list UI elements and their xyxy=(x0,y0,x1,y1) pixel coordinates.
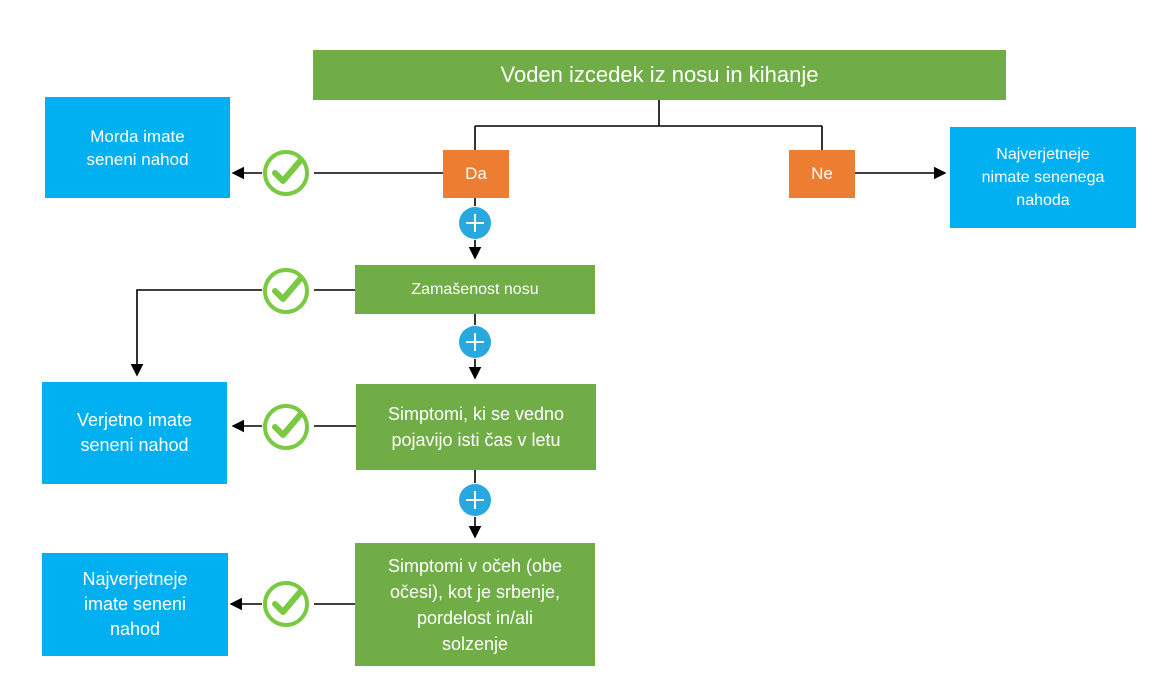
check-circle-icon xyxy=(263,268,309,314)
seasonal-symptoms-box: Simptomi, ki se vedno pojavijo isti čas … xyxy=(356,384,596,470)
no-box: Ne xyxy=(789,150,855,198)
result-maybe-label: Morda imate seneni nahod xyxy=(86,126,189,169)
nasal-congestion-label: Zamašenost nosu xyxy=(411,280,539,298)
check-to-result2-arrow xyxy=(130,289,262,377)
yes-label: Da xyxy=(465,164,487,183)
seasonal-symptoms-label: Simptomi, ki se vedno pojavijo isti čas … xyxy=(387,404,565,450)
plus-circle-icon xyxy=(459,484,491,516)
result-unlikely-label: Najverjetneje nimate senenega nahoda xyxy=(981,146,1105,209)
result-likely-label: Verjetno imate seneni nahod xyxy=(76,410,193,455)
check-circle-icon xyxy=(263,581,309,627)
result-unlikely-box: Najverjetneje nimate senenega nahoda xyxy=(950,127,1136,228)
check-circle-icon xyxy=(263,404,309,450)
check-circle-icon xyxy=(263,150,309,196)
result-most-likely-box: Najverjetneje imate seneni nahod xyxy=(42,553,228,656)
plus-circle-icon xyxy=(459,207,491,239)
plus-circle-icon xyxy=(459,326,491,358)
nasal-congestion-box: Zamašenost nosu xyxy=(355,265,595,314)
result-maybe-box: Morda imate seneni nahod xyxy=(45,97,230,198)
no-label: Ne xyxy=(811,164,833,183)
result-most-likely-label: Najverjetneje imate seneni nahod xyxy=(82,569,188,639)
main-symptom-label: Voden izcedek iz nosu in kihanje xyxy=(500,62,819,87)
yes-box: Da xyxy=(443,150,509,198)
main-symptom-box: Voden izcedek iz nosu in kihanje xyxy=(313,50,1006,100)
eye-symptoms-box: Simptomi v očeh (obe očesi), kot je srbe… xyxy=(355,543,595,666)
result-likely-box: Verjetno imate seneni nahod xyxy=(42,382,227,484)
eye-symptoms-label: Simptomi v očeh (obe očesi), kot je srbe… xyxy=(387,555,563,654)
